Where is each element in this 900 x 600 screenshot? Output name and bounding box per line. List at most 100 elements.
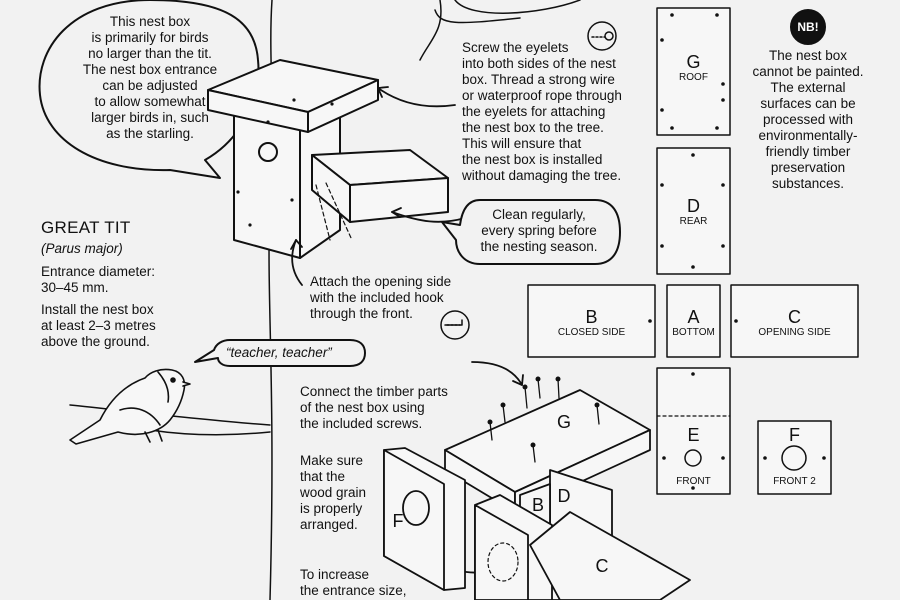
exploded-label-c: C: [590, 556, 614, 576]
text-line: cannot be painted.: [752, 64, 864, 79]
entrance-diameter: Entrance diameter: 30–45 mm.: [41, 264, 155, 296]
bubble-line: can be adjusted: [102, 78, 198, 93]
text-line: friendly timber: [765, 144, 851, 159]
screw-set: [489, 378, 600, 463]
part-name: FRONT 2: [773, 476, 816, 487]
part-opening-side: C OPENING SIDE: [731, 307, 858, 339]
entrance-instructions: To increase the entrance size,: [300, 567, 450, 599]
bubble-line: The nest box entrance: [82, 62, 218, 77]
part-name: REAR: [679, 216, 708, 227]
exploded-label-b: B: [526, 495, 550, 515]
call-bubble-outline: [194, 339, 366, 367]
eyelet-icon: [587, 21, 617, 51]
bubble-line: the nesting season.: [480, 239, 598, 254]
part-name: FRONT: [676, 476, 711, 487]
part-closed-side: B CLOSED SIDE: [528, 307, 655, 339]
part-front-2-name: FRONT 2: [758, 476, 831, 488]
assembled-nest-box: [207, 59, 449, 259]
text-line: Install the nest box: [41, 302, 154, 317]
panel-screw-dots: [648, 13, 826, 490]
text-line: box. Thread a strong wire: [462, 72, 615, 87]
exploded-label-f: F: [386, 511, 410, 531]
part-front-2: F: [758, 425, 831, 445]
species-name: GREAT TIT: [41, 218, 131, 237]
text-line: the included screws.: [300, 416, 423, 431]
bubble-line: is primarily for birds: [91, 30, 209, 45]
text-line: the eyelets for attaching: [462, 104, 606, 119]
part-name: ROOF: [679, 72, 708, 83]
hook-instructions: Attach the opening side with the include…: [310, 274, 490, 322]
part-name: CLOSED SIDE: [557, 327, 626, 338]
bubble-cleaning-note: Clean regularly, every spring before the…: [464, 207, 614, 255]
text-line: preservation: [770, 160, 846, 175]
cleaning-bubble-outline: [441, 199, 621, 265]
part-letter: C: [595, 556, 609, 576]
bubble-line: larger birds in, such: [91, 110, 209, 125]
part-bottom: A BOTTOM: [667, 307, 720, 339]
install-height: Install the nest box at least 2–3 metres…: [41, 302, 156, 350]
part-letter: F: [789, 425, 800, 445]
text-line: above the ground.: [41, 334, 150, 349]
screw-heads: [236, 98, 600, 448]
text-line: the entrance size,: [300, 583, 407, 598]
bubble-line: every spring before: [481, 223, 597, 238]
part-letter: A: [687, 307, 700, 327]
text-line: through the front.: [310, 306, 413, 321]
part-roof: G ROOF: [657, 52, 730, 84]
text-line: at least 2–3 metres: [41, 318, 156, 333]
bubble-line: no larger than the tit.: [88, 46, 212, 61]
text-line: substances.: [771, 176, 845, 191]
text-line: that the: [300, 469, 346, 484]
part-letter: C: [788, 307, 801, 327]
bird-call: “teacher, teacher”: [226, 345, 332, 360]
part-letter: B: [531, 495, 544, 515]
part-letter: E: [687, 425, 700, 445]
part-letter: F: [392, 511, 404, 531]
text-line: Screw the eyelets: [462, 40, 569, 55]
bird-illustration: [69, 368, 191, 445]
part-front: E: [657, 425, 730, 445]
text-line: environmentally-: [758, 128, 858, 143]
text-line: or waterproof rope through: [462, 88, 622, 103]
text-line: the nest box to the tree.: [462, 120, 604, 135]
text-line: Make sure: [300, 453, 364, 468]
parts-panels: [527, 7, 859, 495]
exploded-label-d: D: [552, 486, 576, 506]
text-line: Connect the timber parts: [300, 384, 448, 399]
text-line: wood grain: [300, 485, 367, 500]
part-letter: D: [557, 486, 571, 506]
bubble-line: as the starling.: [106, 126, 194, 141]
text-line: Attach the opening side: [310, 274, 452, 289]
text-line: the nest box is installed: [462, 152, 603, 167]
text-line: into both sides of the nest: [462, 56, 616, 71]
text-line: with the included hook: [310, 290, 444, 305]
speech-bubble-outline: [38, 0, 260, 179]
text-line: To increase: [300, 567, 370, 582]
exploded-label-g: G: [552, 412, 576, 432]
part-front-name: FRONT: [657, 476, 730, 488]
bubble-line: to allow somewhat: [94, 94, 206, 109]
text-line: without damaging the tree.: [462, 168, 622, 183]
part-letter: D: [687, 196, 700, 216]
nb-badge-icon: [790, 9, 826, 45]
grain-instructions: Make sure that the wood grain is properl…: [300, 453, 385, 533]
text-line: arranged.: [300, 517, 358, 532]
nb-note: The nest box cannot be painted. The exte…: [738, 48, 878, 192]
nb-badge-label: NB!: [797, 20, 819, 34]
part-letter: G: [686, 52, 701, 72]
text-line: of the nest box using: [300, 400, 425, 415]
part-name: OPENING SIDE: [758, 327, 831, 338]
hook-icon: [440, 310, 470, 340]
bubble-line: Clean regularly,: [492, 207, 586, 222]
text-line: is properly: [300, 501, 363, 516]
part-rear: D REAR: [657, 196, 730, 228]
text-line: Entrance diameter:: [41, 264, 156, 279]
text-line: 30–45 mm.: [41, 280, 109, 295]
eyelet-instructions: Screw the eyelets into both sides of the…: [462, 40, 652, 184]
bubble-size-note: This nest box is primarily for birds no …: [45, 14, 255, 142]
text-line: surfaces can be: [760, 96, 856, 111]
text-line: The nest box: [768, 48, 848, 63]
text-line: This will ensure that: [462, 136, 582, 151]
species-latin: (Parus major): [41, 241, 123, 256]
